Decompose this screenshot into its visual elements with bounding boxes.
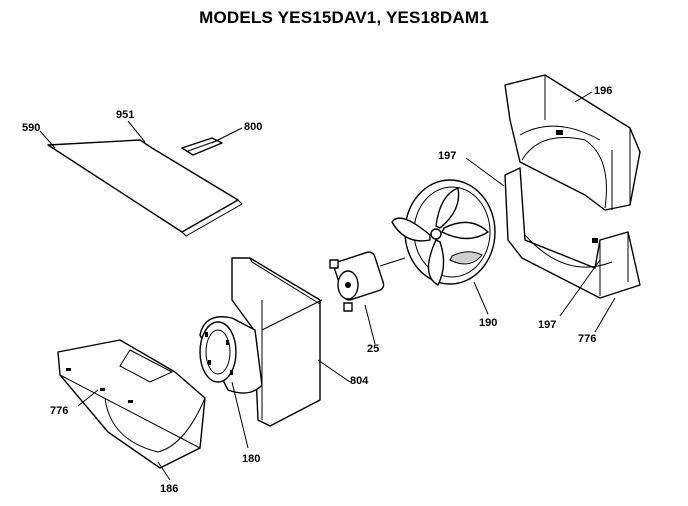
shroud-part-186 — [57, 339, 206, 469]
bracket-part-800 — [181, 137, 223, 156]
leader-lines — [39, 91, 616, 481]
label-25: 25 — [367, 343, 379, 355]
label-186: 186 — [160, 483, 178, 495]
mounting-plate-part-804 — [231, 257, 323, 427]
label-190: 190 — [479, 317, 497, 329]
label-590: 590 — [22, 122, 40, 134]
diagram-title: MODELS YES15DAV1, YES18DAM1 — [199, 8, 489, 27]
label-800: 800 — [244, 121, 262, 133]
label-196: 196 — [594, 85, 612, 97]
label-804: 804 — [350, 375, 369, 387]
label-776-right: 776 — [578, 333, 596, 345]
label-180: 180 — [242, 453, 260, 465]
panel-part-590-951 — [47, 139, 243, 237]
blower-wheel-part-190 — [391, 179, 496, 286]
label-197-lower: 197 — [538, 319, 556, 331]
orifice-ring-part-180 — [199, 316, 263, 394]
motor-part-25 — [329, 251, 406, 312]
label-776-left: 776 — [50, 405, 68, 417]
label-197-upper: 197 — [438, 150, 456, 162]
housing-part-196 — [504, 74, 641, 211]
housing-part-197 — [504, 167, 641, 299]
label-951: 951 — [116, 109, 134, 121]
